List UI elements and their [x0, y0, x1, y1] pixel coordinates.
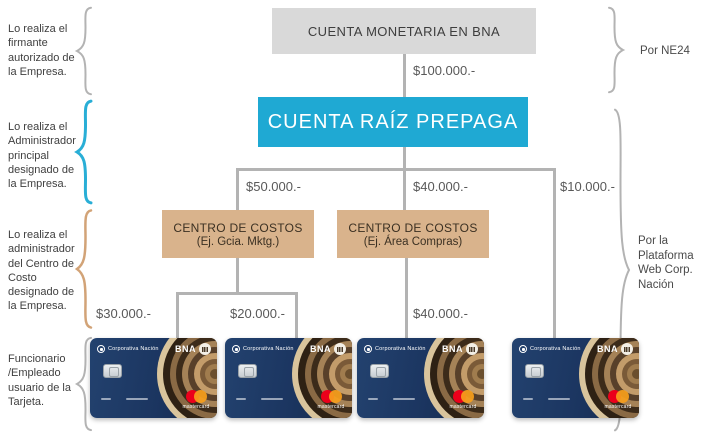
mastercard-label: mastercard	[317, 404, 345, 410]
brace-left-admin-icon	[74, 99, 94, 205]
card-fine-print	[101, 398, 111, 400]
connector-branch-mid	[403, 168, 406, 210]
card-fine-print	[393, 398, 415, 400]
mastercard-icon	[604, 390, 632, 403]
issuer-logo-icon	[364, 345, 372, 353]
card-chip-icon	[370, 364, 389, 378]
mastercard-label: mastercard	[449, 404, 477, 410]
mastercard-label: mastercard	[604, 404, 632, 410]
annotation-signer: Lo realiza el firmante autorizado de la …	[8, 23, 75, 78]
bank-emblem-icon	[334, 343, 346, 355]
amount-card-2: $20.000.-	[230, 306, 285, 321]
brace-left-signer-icon	[74, 6, 94, 96]
annotation-ne24: Por NE24	[640, 45, 690, 57]
cost-center-1-title: CENTRO DE COSTOS	[173, 220, 303, 235]
bank-label: BNA	[310, 344, 331, 354]
card-fine-print	[523, 398, 533, 400]
issuer-label: Corporativa Nación	[530, 346, 581, 352]
bank-emblem-icon	[466, 343, 478, 355]
brace-left-card-user-icon	[74, 336, 94, 432]
mastercard-icon	[449, 390, 477, 403]
mastercard-label: mastercard	[182, 404, 210, 410]
issuer-logo-icon	[519, 345, 527, 353]
bank-label: BNA	[442, 344, 463, 354]
card-chip-icon	[238, 364, 257, 378]
issuer-label: Corporativa Nación	[375, 346, 426, 352]
annotation-card-user: Funcionario /Empleado usuario de la Tarj…	[8, 353, 71, 408]
amount-card-1: $30.000.-	[96, 306, 151, 321]
prepaid-card-4: Corporativa Nación BNA mastercard	[512, 338, 639, 418]
cost-center-2-title: CENTRO DE COSTOS	[348, 220, 478, 235]
connector-cc1-horizontal	[176, 292, 298, 295]
card-fine-print	[236, 398, 246, 400]
amount-branch-left: $50.000.-	[246, 179, 301, 194]
issuer-label: Corporativa Nación	[108, 346, 159, 352]
bank-emblem-icon	[621, 343, 633, 355]
prepaid-card-1: Corporativa Nación BNA mastercard	[90, 338, 217, 418]
issuer-logo-icon	[232, 345, 240, 353]
issuer-logo-icon	[97, 345, 105, 353]
monetary-account-box: CUENTA MONETARIA EN BNA	[272, 8, 536, 54]
mastercard-icon	[317, 390, 345, 403]
issuer-label: Corporativa Nación	[243, 346, 294, 352]
amount-card-3: $40.000.-	[413, 306, 468, 321]
amount-branch-right: $10.000.-	[560, 179, 615, 194]
cost-center-box-2: CENTRO DE COSTOS (Ej. Área Compras)	[337, 210, 489, 258]
annotation-platform: Por la Plataforma Web Corp. Nación	[638, 235, 694, 292]
card-fine-print	[548, 398, 570, 400]
connector-cc1-card2	[295, 292, 298, 338]
card-fine-print	[261, 398, 283, 400]
card-fine-print	[368, 398, 378, 400]
prepaid-card-2: Corporativa Nación BNA mastercard	[225, 338, 352, 418]
cost-center-2-subtitle: (Ej. Área Compras)	[363, 235, 463, 248]
cost-center-box-1: CENTRO DE COSTOS (Ej. Gcia. Mktg.)	[162, 210, 314, 258]
connector-prepaid-down	[403, 147, 406, 170]
mastercard-icon	[182, 390, 210, 403]
connector-cc1-card1	[176, 292, 179, 338]
prepaid-root-box: CUENTA RAÍZ PREPAGA	[258, 97, 528, 147]
connector-branch-left	[236, 168, 239, 210]
card-chip-icon	[103, 364, 122, 378]
annotation-admin: Lo realiza el Administrador principal de…	[8, 121, 76, 191]
connector-branch-horizontal	[236, 168, 556, 171]
amount-root: $100.000.-	[413, 63, 476, 78]
bank-label: BNA	[597, 344, 618, 354]
prepaid-root-label: CUENTA RAÍZ PREPAGA	[267, 110, 519, 133]
card-fine-print	[126, 398, 148, 400]
connector-cc1-down	[236, 258, 239, 292]
amount-branch-mid: $40.000.-	[413, 179, 468, 194]
cost-center-1-subtitle: (Ej. Gcia. Mktg.)	[196, 235, 280, 248]
prepaid-card-3: Corporativa Nación BNA mastercard	[357, 338, 484, 418]
bank-emblem-icon	[199, 343, 211, 355]
connector-branch-right	[553, 168, 556, 338]
monetary-account-label: CUENTA MONETARIA EN BNA	[307, 23, 501, 39]
brace-left-cc-admin-icon	[74, 208, 94, 330]
card-artwork	[424, 338, 484, 418]
bank-label: BNA	[175, 344, 196, 354]
connector-root-to-prepaid	[403, 54, 406, 97]
card-chip-icon	[525, 364, 544, 378]
annotation-cc-admin: Lo realiza el administrador del Centro d…	[8, 229, 75, 313]
connector-cc2-card3	[405, 258, 408, 338]
brace-right-ne24-icon	[606, 6, 626, 94]
